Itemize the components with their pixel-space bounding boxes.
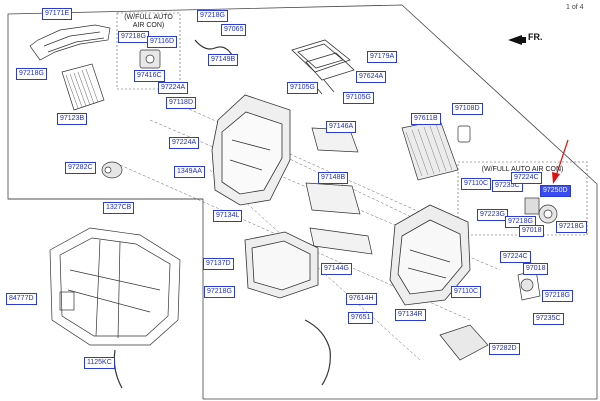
front-direction-label: FR. [528,32,543,42]
callout-97218G[interactable]: 97218G [542,290,573,302]
callout-84777D[interactable]: 84777D [6,293,37,305]
callout-97235C[interactable]: 97235C [533,313,564,325]
callout-97123B[interactable]: 97123B [57,113,88,125]
callout-97018[interactable]: 97018 [523,263,549,275]
callout-97065[interactable]: 97065 [221,24,247,36]
callout-97149B[interactable]: 97149B [208,54,239,66]
callout-97137D[interactable]: 97137D [203,258,234,270]
case-right-part [389,204,471,306]
callout-97282C[interactable]: 97282C [65,162,96,174]
note-left-line-1: (W/FULL AUTO [124,14,173,21]
page-indicator: 1 of 4 [566,4,584,11]
callout-1327CB[interactable]: 1327CB [103,202,135,214]
highlight-arrow [552,139,569,184]
note-left-line-2: AIR CON) [132,22,165,29]
callout-97171E[interactable]: 97171E [42,8,73,20]
main-assembly-frame [7,4,598,400]
case-lower-part [244,231,319,299]
callout-97144G[interactable]: 97144G [321,263,352,275]
callout-97218G[interactable]: 97218G [197,10,228,22]
blower-duct-part [29,24,111,61]
heater-core-part [61,63,105,111]
left-option-box [116,12,181,90]
case-left-part [211,94,291,206]
callout-97110C[interactable]: 97110C [461,178,492,190]
right-option-box [457,161,588,236]
callout-97282D[interactable]: 97282D [489,343,520,355]
callout-97624A[interactable]: 97624A [356,71,387,83]
callout-97018[interactable]: 97018 [519,225,545,237]
callout-97108D[interactable]: 97108D [452,103,483,115]
callout-97218G[interactable]: 97218G [204,286,235,298]
flap-door-part [305,127,373,255]
motor-actuator-part [517,197,558,301]
callout-97218G[interactable]: 97218G [118,31,149,43]
callout-97218G[interactable]: 97218G [556,221,587,233]
callout-97224C[interactable]: 97224C [500,251,531,263]
callout-97218G[interactable]: 97218G [16,68,47,80]
callout-97134L[interactable]: 97134L [213,210,243,222]
callout-97611B[interactable]: 97611B [411,113,441,125]
callout-97416C[interactable]: 97416C [134,70,165,82]
note-right: (W/FULL AUTO AIR CON) [481,166,564,173]
callout-97224A[interactable]: 97224A [169,137,200,149]
callout-97105G[interactable]: 97105G [343,92,374,104]
callout-97224C[interactable]: 97224C [511,172,542,184]
callout-97250D-highlighted[interactable]: 97250D [540,185,571,197]
inset-assembly-part [49,227,181,389]
resistor-part [439,324,489,361]
callout-97116D[interactable]: 97116D [147,36,178,48]
callout-97224A[interactable]: 97224A [158,82,189,94]
small-motor-part [101,161,123,179]
cabin-filter-part [401,119,471,181]
filter-frames-part [291,39,355,81]
callout-97146A[interactable]: 97146A [326,121,357,133]
callout-97110C[interactable]: 97110C [451,286,482,298]
aspirator-hose-part [194,39,331,386]
callout-97179A[interactable]: 97179A [367,51,398,63]
callout-97134R[interactable]: 97134R [395,309,426,321]
callout-97105G[interactable]: 97105G [287,82,318,94]
callout-97651[interactable]: 97651 [348,312,374,324]
actuator-part [139,49,161,69]
callout-97614H[interactable]: 97614H [346,293,377,305]
callout-97148B[interactable]: 97148B [318,172,349,184]
front-direction-arrow [508,35,526,45]
callout-1125KC[interactable]: 1125KC [84,357,115,369]
callout-1349AA[interactable]: 1349AA [174,166,205,178]
callout-97118D[interactable]: 97118D [166,97,197,109]
callout-97223G[interactable]: 97223G [477,209,508,221]
